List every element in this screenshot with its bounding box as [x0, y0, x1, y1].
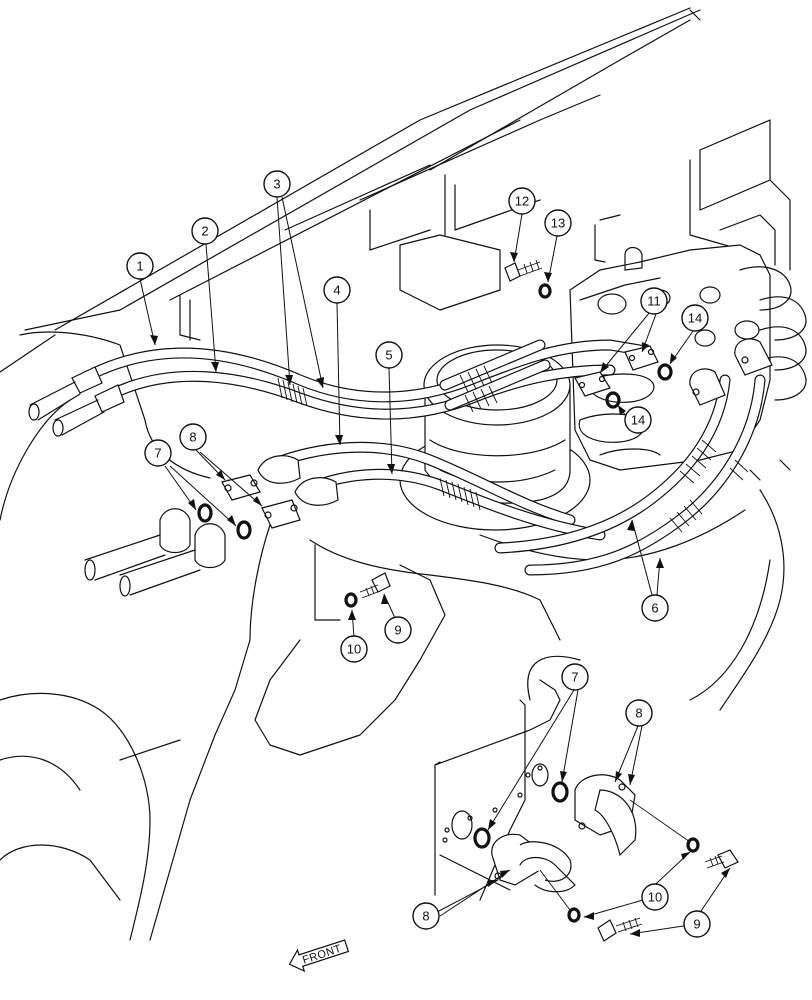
callout-6: 6	[641, 594, 669, 622]
hose-4	[264, 441, 576, 526]
o-rings-7-upper	[197, 503, 252, 540]
svg-text:8: 8	[635, 706, 642, 721]
callout-11: 11	[640, 287, 668, 315]
callout-7-upper: 7	[144, 439, 172, 467]
svg-text:2: 2	[201, 224, 208, 239]
callout-9-inset: 9	[683, 910, 711, 938]
hose-6	[494, 374, 766, 576]
callout-2: 2	[191, 217, 219, 245]
inset-detail	[434, 655, 739, 942]
control-valve-block	[569, 244, 807, 471]
callout-1: 1	[126, 252, 154, 280]
callout-10-inset: 10	[641, 883, 669, 911]
callout-8-inset-upper: 8	[625, 699, 653, 727]
hose-4-5-fittings	[257, 455, 339, 506]
callout-14-lower: 14	[624, 406, 652, 434]
svg-text:12: 12	[515, 194, 529, 209]
leader-arrowheads	[150, 252, 730, 937]
svg-text:7: 7	[154, 446, 161, 461]
svg-text:5: 5	[385, 348, 392, 363]
hose-2	[104, 364, 616, 420]
front-direction-arrow: FRONT	[288, 939, 350, 973]
svg-text:14: 14	[688, 311, 702, 326]
callout-5: 5	[375, 341, 403, 369]
svg-text:9: 9	[693, 917, 700, 932]
front-label: FRONT	[301, 943, 343, 967]
washer-10-upper	[344, 592, 358, 608]
callout-8-upper: 8	[179, 423, 207, 451]
callout-9-upper: 9	[384, 616, 412, 644]
svg-text:7: 7	[571, 670, 578, 685]
svg-text:8: 8	[189, 430, 196, 445]
hose-5	[299, 468, 606, 541]
machine-frame	[0, 7, 791, 941]
o-ring-7-inset-right	[551, 781, 569, 803]
o-ring-7-inset-left	[473, 827, 491, 849]
callout-4: 4	[323, 276, 351, 304]
o-rings-14	[605, 363, 673, 409]
svg-text:1: 1	[136, 259, 143, 274]
bolt-12	[504, 259, 543, 282]
callout-14-upper: 14	[681, 304, 709, 332]
spring-guard-3	[277, 377, 308, 407]
split-flange-11	[574, 345, 659, 397]
svg-text:3: 3	[273, 177, 280, 192]
svg-text:9: 9	[394, 623, 401, 638]
svg-text:11: 11	[647, 294, 661, 309]
upper-swivel-hoses	[439, 339, 551, 413]
hose-end-fittings-left	[28, 366, 125, 437]
hose-6-flanges	[689, 338, 773, 406]
callout-13: 13	[544, 209, 572, 237]
callout-10-upper: 10	[340, 635, 368, 663]
svg-text:10: 10	[648, 890, 662, 905]
svg-text:4: 4	[333, 283, 340, 298]
svg-text:6: 6	[651, 601, 658, 616]
lock-washer-13	[538, 283, 552, 299]
left-pipe-fittings	[84, 508, 226, 597]
svg-text:14: 14	[631, 413, 645, 428]
hose-1	[84, 339, 646, 403]
svg-text:13: 13	[551, 216, 565, 231]
svg-text:10: 10	[347, 642, 361, 657]
callout-12: 12	[508, 187, 536, 215]
svg-text:8: 8	[422, 909, 429, 924]
callout-7-inset: 7	[561, 663, 589, 691]
callout-8-inset-lower: 8	[412, 902, 440, 930]
bolt-9-upper	[359, 572, 391, 599]
callout-3: 3	[263, 170, 291, 198]
